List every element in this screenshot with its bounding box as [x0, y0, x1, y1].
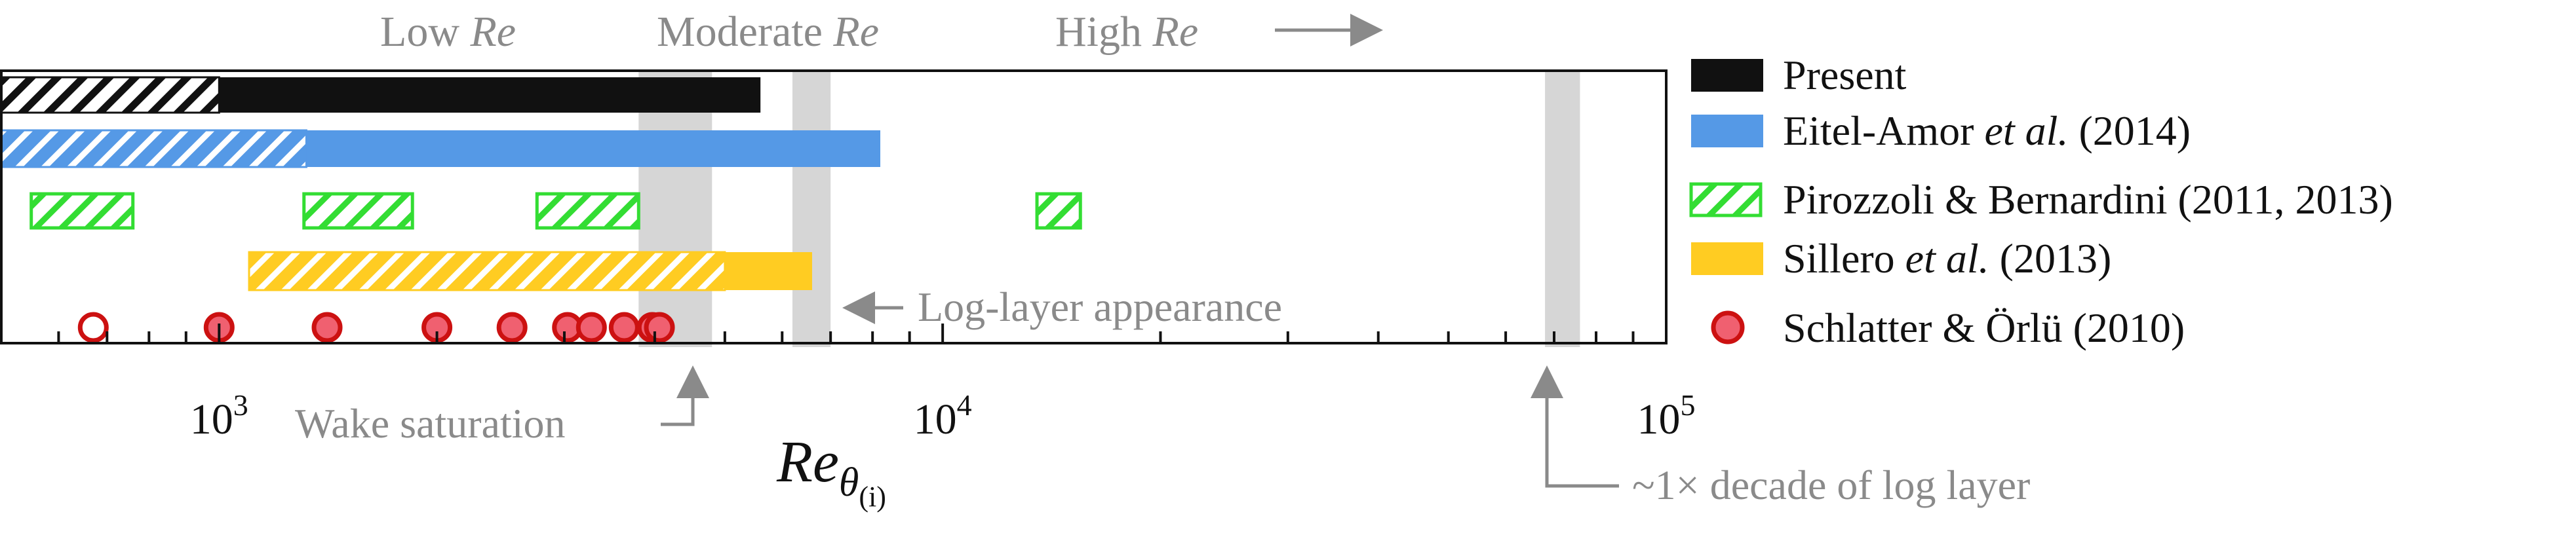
marker-schlatter-7	[608, 312, 640, 343]
x-axis-label: Reθ(i)	[776, 430, 886, 513]
legend-label-schlatter: Schlatter & Örlü (2010)	[1783, 305, 2185, 351]
plot-frame	[0, 69, 1668, 344]
bar-pirozzoli-2	[535, 192, 640, 230]
x-tick-label-2: 105	[1637, 388, 1696, 443]
shaded-band-1	[792, 71, 831, 347]
x-tick-label-0: 103	[190, 388, 248, 443]
legend-swatch-pirozzoli	[1689, 182, 1763, 217]
legend-swatch-sillero	[1691, 242, 1763, 275]
bar-sillero-0	[248, 251, 726, 291]
bar-sillero-1	[724, 252, 812, 290]
log-layer-appearance-label: Log-layer appearance	[918, 284, 1282, 330]
marker-schlatter-2	[311, 312, 343, 343]
bar-eitel-0	[0, 129, 307, 168]
legend-swatch-present	[1691, 59, 1763, 92]
wake-saturation-arrow	[661, 365, 709, 426]
marker-schlatter-0	[77, 312, 109, 343]
legend-label-pirozzoli: Pirozzoli & Bernardini (2011, 2013)	[1783, 176, 2393, 223]
regime-label-low: Low Re	[380, 8, 516, 56]
legend-label-sillero: Sillero et al. (2013)	[1783, 235, 2111, 282]
regime-label-high: High Re	[1055, 8, 1198, 56]
bar-present-0	[0, 76, 220, 114]
log-decade-arrow	[1531, 365, 1619, 488]
legend-label-eitel: Eitel-Amor et al. (2014)	[1783, 107, 2191, 154]
marker-schlatter-4	[496, 312, 528, 343]
regime-label-moderate: Moderate Re	[657, 8, 879, 56]
legend: Present Eitel-Amor et al. (2014) Pirozzo…	[1689, 52, 2393, 351]
marker-schlatter-9	[644, 312, 675, 343]
bar-present-1	[219, 77, 761, 113]
bar-pirozzoli-3	[1035, 192, 1082, 230]
wake-saturation-label: Wake saturation	[295, 400, 565, 447]
legend-marker-schlatter	[1711, 310, 1745, 344]
legend-swatch-eitel	[1691, 115, 1763, 147]
marker-schlatter-6	[576, 312, 607, 343]
bar-pirozzoli-1	[302, 192, 414, 230]
bar-eitel-1	[306, 130, 881, 167]
regime-labels: Low Re Moderate Re High Re	[380, 8, 1198, 56]
shaded-band-0	[638, 71, 712, 347]
legend-label-present: Present	[1783, 52, 1907, 98]
log-decade-label: ~1× decade of log layer	[1632, 462, 2030, 508]
bar-pirozzoli-0	[29, 192, 135, 230]
x-tick-label-1: 104	[914, 388, 972, 443]
shaded-band-2	[1545, 71, 1580, 347]
